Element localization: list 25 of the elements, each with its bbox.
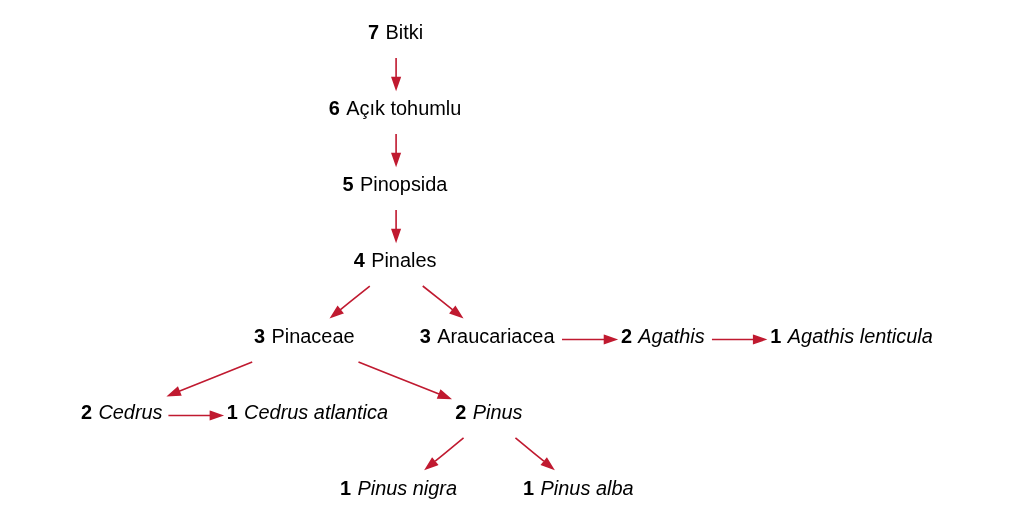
arrow <box>167 410 224 421</box>
node-text: 1 Pinus nigra <box>339 476 457 499</box>
node-text: 7 Bitki <box>367 21 423 44</box>
arrow <box>421 285 464 319</box>
arrow <box>390 209 401 244</box>
arrow <box>423 437 464 471</box>
node-text: 2 Agathis <box>620 324 705 347</box>
arrow <box>329 285 371 319</box>
node-text: 1 Agathis lenticula <box>769 324 933 347</box>
node-text: 2 Cedrus <box>80 400 163 423</box>
arrow <box>514 437 555 471</box>
arrow <box>357 361 452 400</box>
arrow <box>710 334 767 345</box>
node-text: 2 Pinus <box>454 400 522 423</box>
node-text: 6 Açık tohumlu <box>328 97 461 120</box>
node-text: 5 Pinopsida <box>342 173 447 196</box>
arrow <box>390 57 401 92</box>
arrow <box>390 133 401 168</box>
node-text: 4 Pinales <box>353 248 436 271</box>
node-text: 1 Cedrus atlantica <box>226 400 388 423</box>
arrow <box>165 361 253 397</box>
arrow <box>560 334 618 345</box>
node-text: 3 Araucariacea <box>419 324 554 347</box>
node-text: 3 Pinaceae <box>253 324 355 347</box>
node-text: 1 Pinus alba <box>522 476 634 499</box>
